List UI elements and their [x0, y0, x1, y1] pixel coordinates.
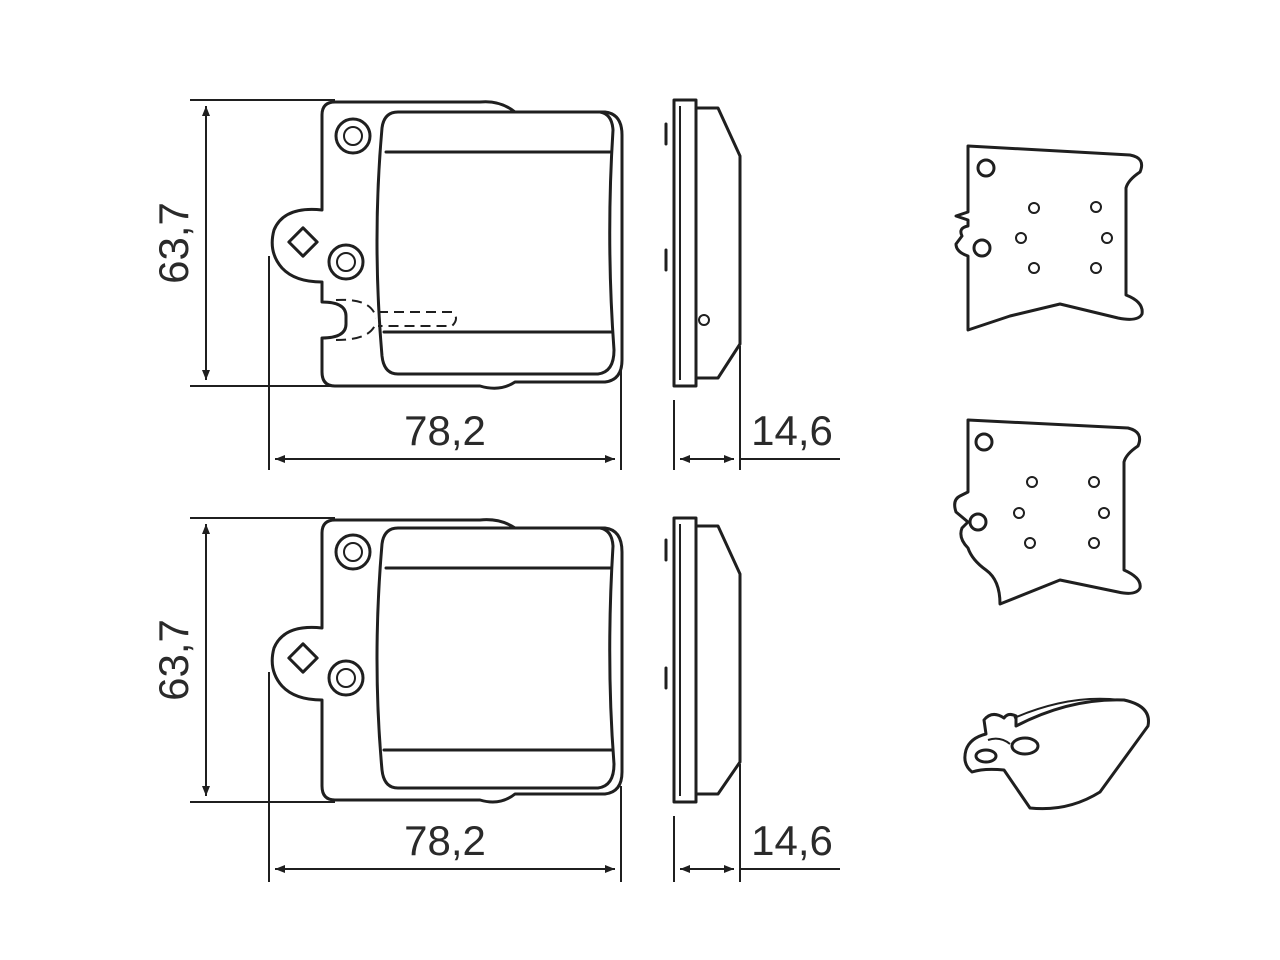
- pad-top-front-view: [270, 100, 624, 390]
- pad-bottom-front-view: [270, 518, 624, 804]
- pad-top-side-view: [664, 98, 742, 388]
- pad-top-height-dimension: 63,7: [150, 99, 335, 387]
- pad-top-thickness-dimension: 14,6: [673, 346, 840, 470]
- pad-top-height-label: 63,7: [150, 202, 197, 284]
- pad-bottom-height-dimension: 63,7: [150, 517, 335, 803]
- pad-bottom-thickness-label: 14,6: [751, 817, 833, 864]
- pad-bottom-side-view: [664, 516, 742, 804]
- pad-bottom-height-label: 63,7: [150, 619, 197, 701]
- pad-bottom-width-dimension: 78,2: [268, 672, 622, 882]
- spring-clip: [963, 697, 1150, 811]
- shim-plate-top: [954, 144, 1144, 332]
- pad-top-width-dimension: 78,2: [268, 256, 622, 470]
- pad-top-thickness-label: 14,6: [751, 407, 833, 454]
- shim-plate-middle: [953, 418, 1142, 606]
- pad-bottom-width-label: 78,2: [404, 817, 486, 864]
- pad-top-width-label: 78,2: [404, 407, 486, 454]
- pad-bottom-thickness-dimension: 14,6: [673, 764, 840, 882]
